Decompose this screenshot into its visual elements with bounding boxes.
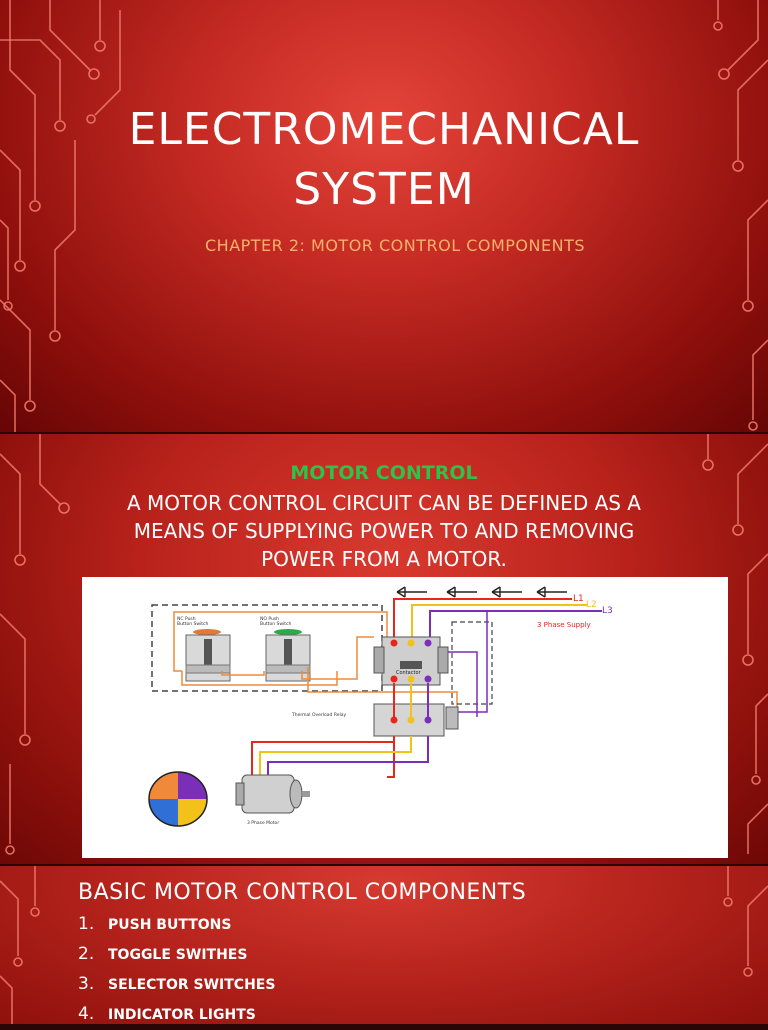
label-l2: L2 <box>586 600 597 610</box>
svg-text:NC Push: NC Push <box>177 616 196 622</box>
motor-control-definition: A MOTOR CONTROL CIRCUIT CAN BE DEFINED A… <box>126 491 641 571</box>
svg-text:Button Switch: Button Switch <box>260 621 292 627</box>
label-3-phase-supply: 3 Phase Supply <box>537 621 591 629</box>
components-list: 1.PUSH BUTTONS 2.TOGGLE SWITHES 3.SELECT… <box>78 909 275 1029</box>
list-item: 4.INDICATOR LIGHTS <box>78 1004 256 1024</box>
svg-text:Contactor: Contactor <box>396 670 422 676</box>
title-slide: ELECTROMECHANICAL SYSTEM CHAPTER 2: MOTO… <box>0 0 768 432</box>
svg-text:Button Switch: Button Switch <box>177 621 209 627</box>
contactor: Contactor <box>373 636 449 686</box>
phase-l2-wire <box>411 604 587 637</box>
circuit-decoration-right <box>702 434 768 854</box>
three-phase-motor: 3 Phase Motor <box>235 774 310 826</box>
supply-direction-arrows <box>396 586 567 598</box>
basic-components-heading: BASIC MOTOR CONTROL COMPONENTS <box>78 880 527 905</box>
phase-color-wheel <box>148 771 208 827</box>
slide-title-line-1: ELECTROMECHANICAL <box>128 104 640 155</box>
overload-enclosure <box>451 621 493 705</box>
motor-control-circuit-diagram: L1 L2 L3 3 Phase Supply NC Push Button S… <box>82 577 728 858</box>
slide-title-line-2: SYSTEM <box>293 164 475 215</box>
svg-text:Thermal Overload Relay: Thermal Overload Relay <box>291 712 347 718</box>
label-l1: L1 <box>573 594 584 604</box>
label-l3: L3 <box>602 606 613 616</box>
svg-text:3 Phase Motor: 3 Phase Motor <box>247 820 279 826</box>
circuit-decoration-left <box>0 866 40 1024</box>
components-slide <box>0 866 768 1024</box>
slide-subtitle: CHAPTER 2: MOTOR CONTROL COMPONENTS <box>204 236 585 255</box>
circuit-decoration-right <box>713 0 768 431</box>
slide-title: ELECTROMECHANICAL SYSTEM <box>0 100 768 220</box>
circuit-decoration-left <box>0 0 121 432</box>
list-item: 2.TOGGLE SWITHES <box>78 944 248 964</box>
no-push-button-switch: NO Push Button Switch <box>260 616 311 682</box>
circuit-decoration-right <box>723 866 768 977</box>
list-item: 1.PUSH BUTTONS <box>78 914 232 934</box>
motor-control-heading: MOTOR CONTROL <box>290 462 478 484</box>
svg-text:NO Push: NO Push <box>260 616 279 622</box>
list-item: 3.SELECTOR SWITCHES <box>78 974 276 994</box>
thermal-overload-relay: Thermal Overload Relay <box>291 703 459 737</box>
circuit-decoration-left <box>0 434 70 855</box>
